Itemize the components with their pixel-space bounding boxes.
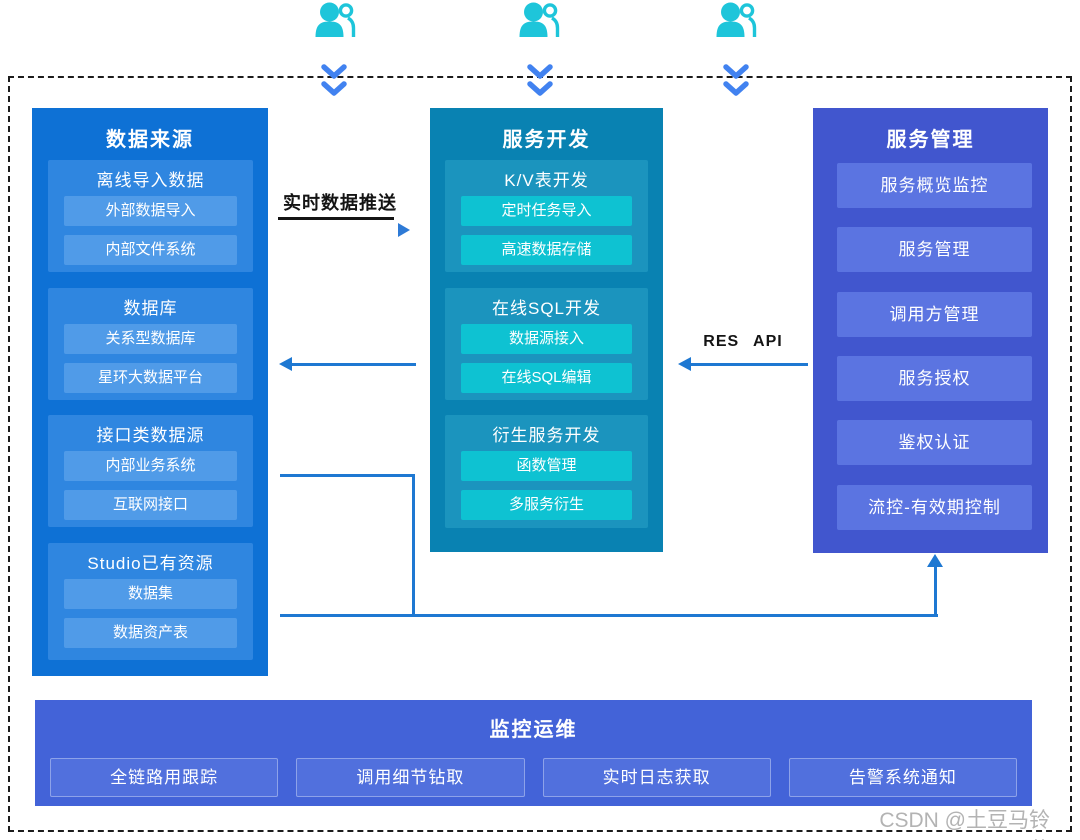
connector-horizontal-upper — [280, 474, 415, 477]
bottom-item: 告警系统通知 — [788, 758, 1017, 797]
column-service-development: 服务开发 K/V表开发 定时任务导入 高速数据存储 在线SQL开发 数据源接入 … — [430, 108, 663, 552]
column-title: 服务管理 — [886, 129, 975, 151]
double-down-chevron-icon — [527, 64, 553, 96]
arrow-left-icon — [678, 357, 691, 371]
bottom-item: 全链路用跟踪 — [50, 758, 279, 797]
group-database: 数据库 关系型数据库 星环大数据平台 — [48, 288, 253, 400]
realtime-push-label: 实时数据推送 — [283, 193, 397, 213]
realtime-push-underline — [278, 217, 394, 220]
connector-horizontal-lower — [280, 614, 938, 617]
group-item: 数据集 — [64, 579, 237, 609]
column-data-sources: 数据来源 离线导入数据 外部数据导入 内部文件系统 数据库 关系型数据库 星环大… — [32, 108, 268, 676]
group-item: 数据源接入 — [461, 324, 632, 354]
group-item: 高速数据存储 — [461, 235, 632, 265]
group-interface-sources: 接口类数据源 内部业务系统 互联网接口 — [48, 415, 253, 527]
group-derived-service-dev: 衍生服务开发 函数管理 多服务衍生 — [445, 415, 648, 528]
bottom-bar-title: 监控运维 — [489, 719, 578, 741]
group-title: 接口类数据源 — [96, 426, 205, 445]
bottom-bar-items: 全链路用跟踪 调用细节钻取 实时日志获取 告警系统通知 — [50, 758, 1017, 797]
group-item: 函数管理 — [461, 451, 632, 481]
mgmt-item: 鉴权认证 — [837, 420, 1032, 465]
user-group-icon — [519, 2, 560, 37]
bottom-bar-monitoring-ops: 监控运维 全链路用跟踪 调用细节钻取 实时日志获取 告警系统通知 — [35, 700, 1032, 806]
group-offline-import: 离线导入数据 外部数据导入 内部文件系统 — [48, 160, 253, 272]
arrow-right-icon — [398, 223, 410, 237]
column-title: 数据来源 — [106, 129, 194, 151]
group-title: Studio已有资源 — [87, 554, 214, 573]
double-down-chevron-icon — [723, 64, 749, 96]
mgmt-item: 服务概览监控 — [837, 163, 1032, 208]
group-studio-resources: Studio已有资源 数据集 数据资产表 — [48, 543, 253, 660]
bottom-item: 实时日志获取 — [542, 758, 771, 797]
user-group-icon — [315, 2, 356, 37]
group-title: 数据库 — [123, 299, 178, 318]
group-item: 内部业务系统 — [64, 451, 237, 481]
group-item: 定时任务导入 — [461, 196, 632, 226]
arrow-left-icon — [279, 357, 292, 371]
group-item: 互联网接口 — [64, 490, 237, 520]
connector-vertical-right — [934, 566, 937, 615]
group-item: 关系型数据库 — [64, 324, 237, 354]
group-title: 离线导入数据 — [96, 171, 205, 190]
bottom-item: 调用细节钻取 — [296, 758, 525, 797]
mgmt-item: 调用方管理 — [837, 292, 1032, 337]
group-item: 数据资产表 — [64, 618, 237, 648]
group-online-sql-dev: 在线SQL开发 数据源接入 在线SQL编辑 — [445, 288, 648, 400]
watermark: CSDN @土豆马铃薯 — [879, 809, 1050, 840]
group-item: 多服务衍生 — [461, 490, 632, 520]
group-kv-table-dev: K/V表开发 定时任务导入 高速数据存储 — [445, 160, 648, 272]
group-item: 外部数据导入 — [64, 196, 237, 226]
group-item: 在线SQL编辑 — [461, 363, 632, 393]
group-title: 在线SQL开发 — [491, 299, 602, 318]
column-service-management: 服务管理 服务概览监控 服务管理 调用方管理 服务授权 鉴权认证 流控-有效期控… — [813, 108, 1048, 553]
connector-vertical-mid — [412, 474, 415, 617]
user-group-icon — [716, 2, 757, 37]
group-title: 衍生服务开发 — [492, 426, 601, 445]
mgmt-item: 服务授权 — [837, 356, 1032, 401]
dev-to-sources-arrow-shaft — [291, 363, 416, 366]
group-item: 内部文件系统 — [64, 235, 237, 265]
rest-api-label: RES API — [703, 333, 783, 350]
mgmt-to-dev-arrow-shaft — [690, 363, 808, 366]
column-title: 服务开发 — [502, 129, 591, 151]
arrow-up-icon — [927, 554, 943, 567]
double-down-chevron-icon — [321, 64, 347, 96]
group-title: K/V表开发 — [504, 171, 589, 190]
mgmt-item: 流控-有效期控制 — [837, 485, 1032, 530]
group-item: 星环大数据平台 — [64, 363, 237, 393]
mgmt-item: 服务管理 — [837, 227, 1032, 272]
